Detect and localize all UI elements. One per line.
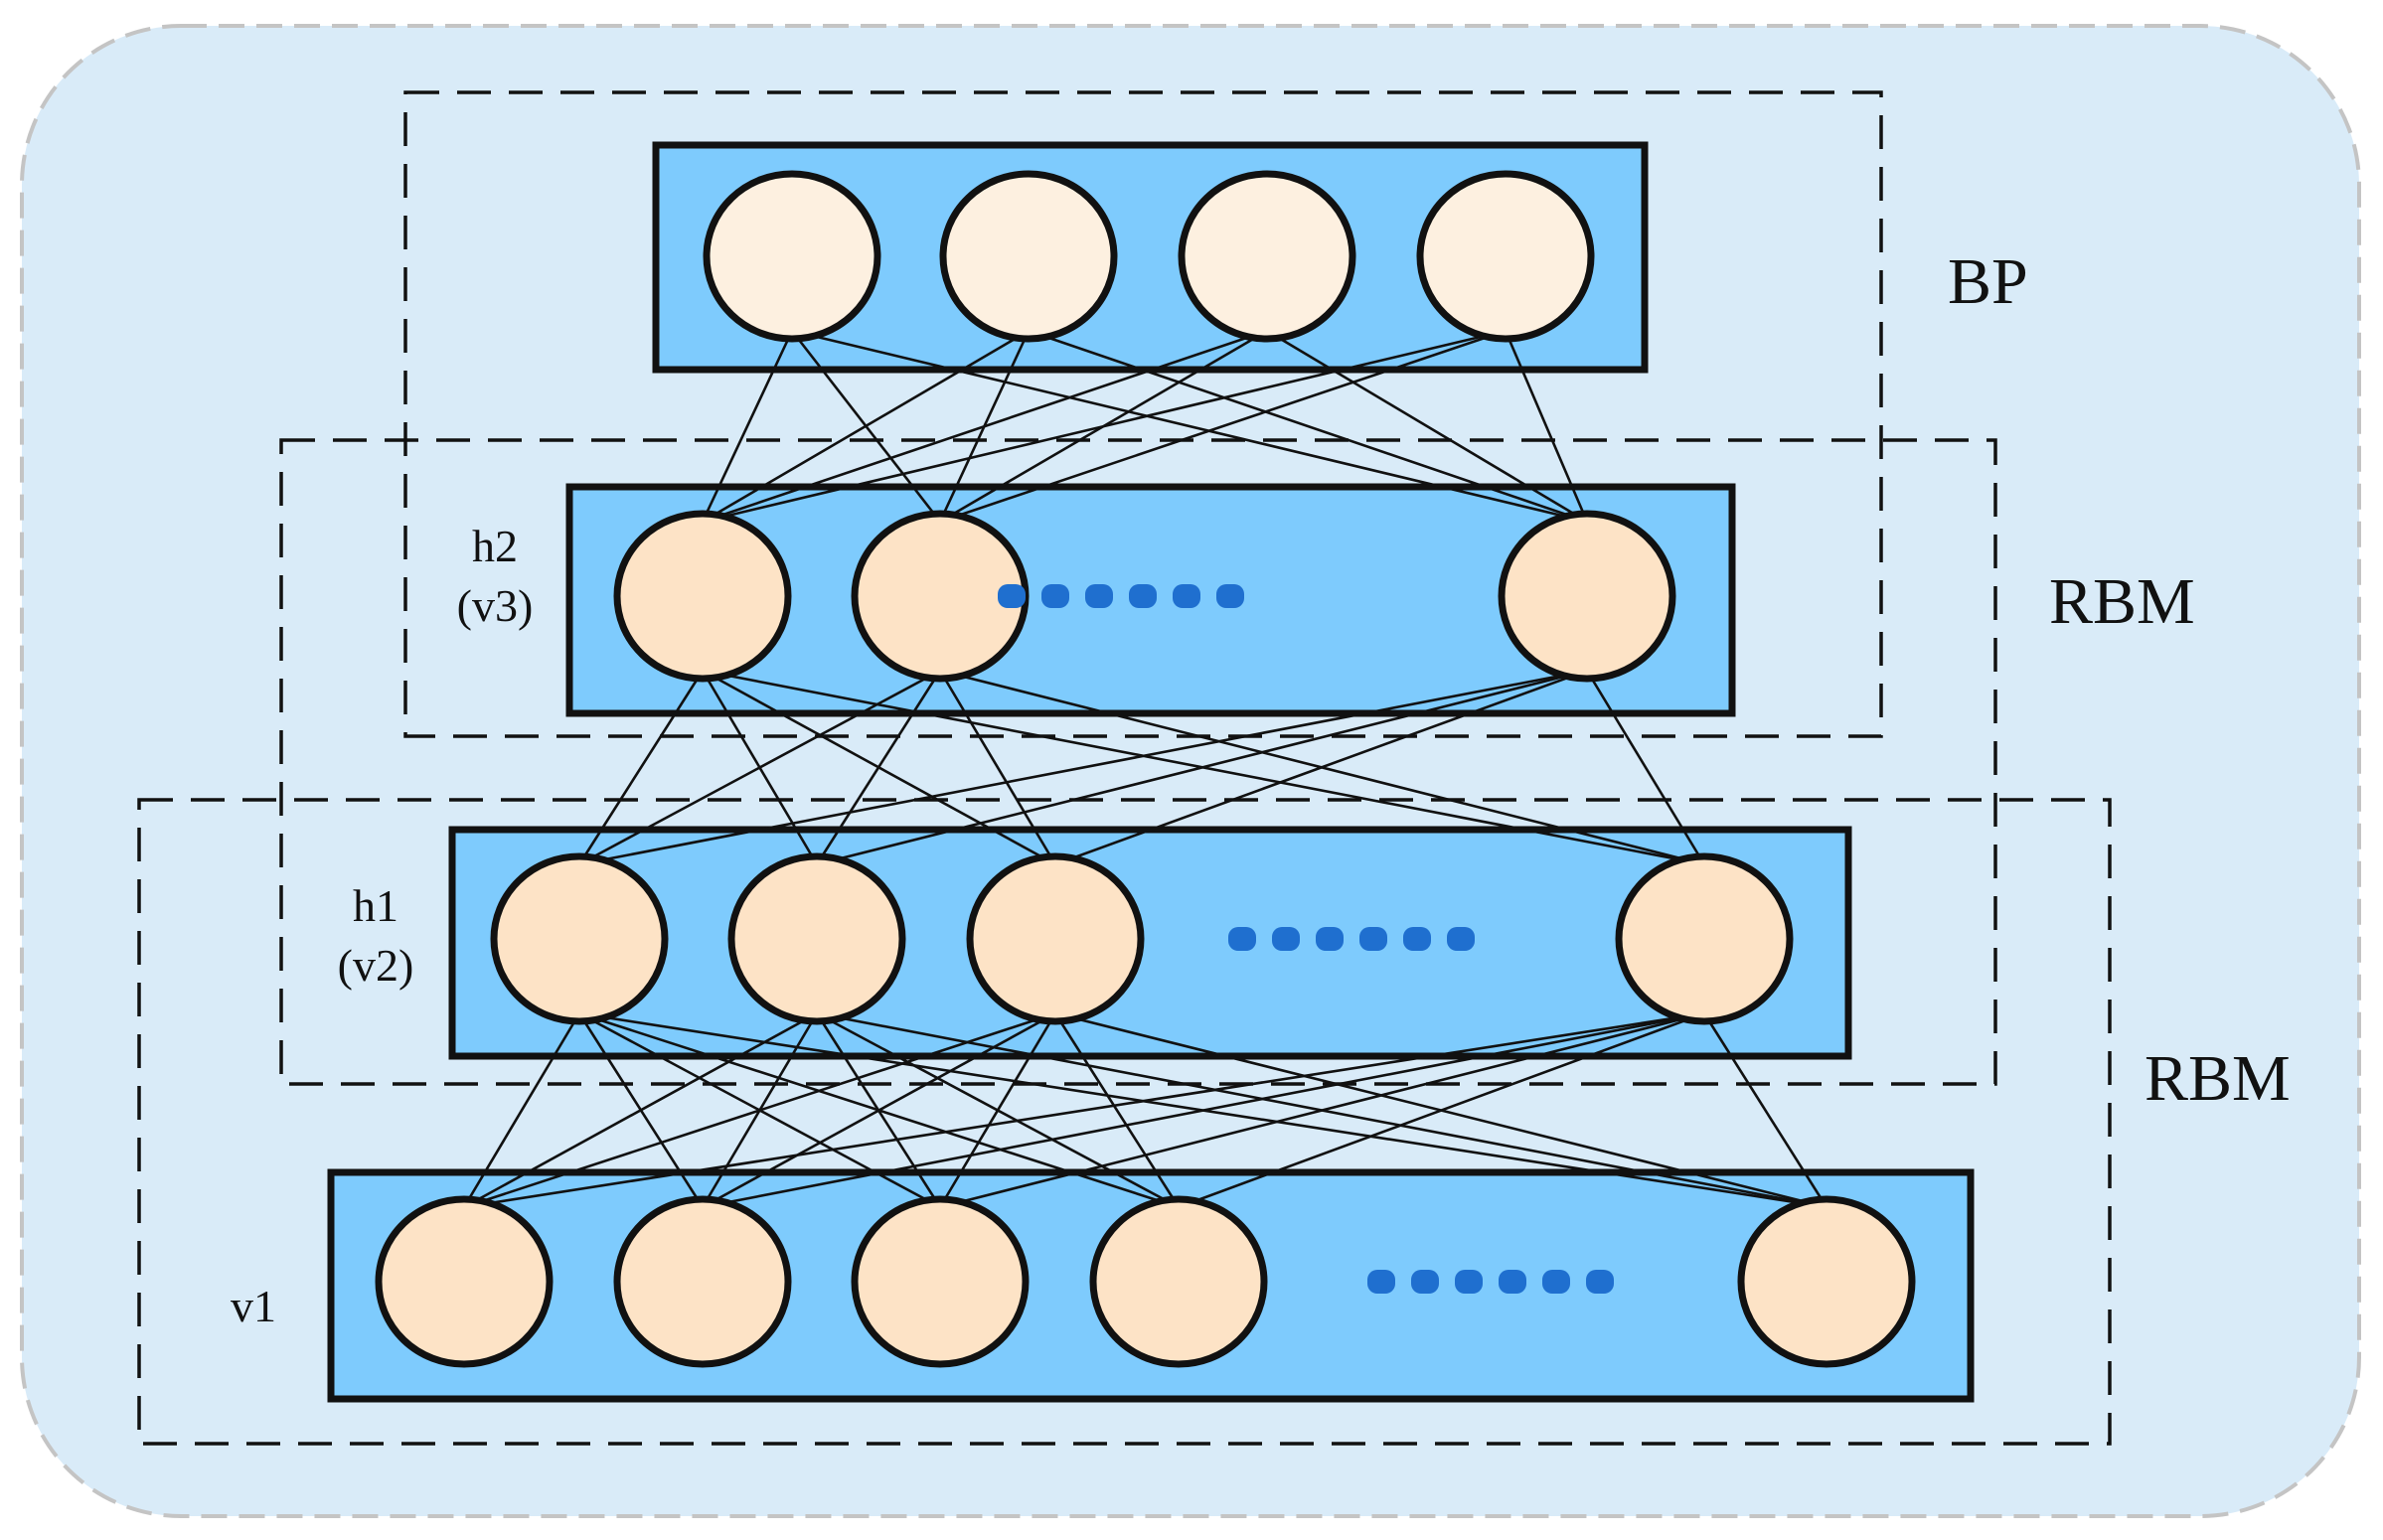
connection-line bbox=[1054, 669, 1588, 866]
visible-layer-node bbox=[1089, 1195, 1268, 1368]
ellipsis-dot bbox=[998, 584, 1026, 608]
hidden-layer-2-label-line1: h2 bbox=[472, 521, 518, 571]
hidden-layer-2-label-line2: (v3) bbox=[457, 580, 534, 631]
output-layer-node bbox=[1416, 170, 1595, 343]
connection-line bbox=[816, 669, 1588, 866]
connection-line bbox=[938, 670, 1057, 865]
visible-layer-label: v1 bbox=[231, 1281, 276, 1331]
visible-layer-node bbox=[851, 1195, 1030, 1368]
connection-line bbox=[1702, 1012, 1828, 1208]
group-rbm-lower-box bbox=[137, 798, 2112, 1446]
connection-line bbox=[1178, 1011, 1705, 1209]
connection-line bbox=[702, 1011, 1056, 1209]
connection-line bbox=[463, 1011, 1705, 1209]
connection-line bbox=[939, 1011, 1705, 1209]
hidden-layer-2-node bbox=[1498, 510, 1676, 683]
ellipsis-dot bbox=[1272, 927, 1300, 951]
connection-line bbox=[578, 669, 941, 866]
visible-layer-node bbox=[613, 1195, 792, 1368]
hidden-layer-1-label-line2: (v2) bbox=[338, 940, 414, 991]
group-label-rbm-lower: RBM bbox=[2145, 1042, 2291, 1115]
connection-line bbox=[938, 1012, 1057, 1208]
ellipsis-dot bbox=[1085, 584, 1113, 608]
connection-line bbox=[1585, 670, 1706, 865]
ellipsis-dot bbox=[1586, 1270, 1614, 1294]
connection-line bbox=[702, 329, 1507, 524]
ellipsis-dot bbox=[1403, 927, 1431, 951]
hidden-layer-1-node bbox=[966, 852, 1145, 1025]
hidden-layer-1-node bbox=[490, 852, 669, 1025]
connection-line bbox=[463, 1011, 1056, 1209]
connection-line bbox=[702, 329, 1030, 524]
ellipsis-dot bbox=[1316, 927, 1344, 951]
ellipsis-dot bbox=[1041, 584, 1069, 608]
connection-line bbox=[702, 1011, 1705, 1209]
output-layer-node bbox=[703, 170, 881, 343]
connection-line bbox=[1053, 1012, 1181, 1208]
connection-line bbox=[815, 670, 942, 865]
connection-line bbox=[463, 1011, 818, 1209]
ellipsis-dot bbox=[1228, 927, 1256, 951]
connection-line bbox=[791, 329, 1588, 524]
visible-layer-node bbox=[1737, 1195, 1916, 1368]
connection-line bbox=[462, 1012, 581, 1208]
ellipsis-dot bbox=[1455, 1270, 1483, 1294]
ellipsis-dot bbox=[1542, 1270, 1570, 1294]
ellipsis-dot bbox=[1173, 584, 1200, 608]
hidden-layer-1-node bbox=[727, 852, 906, 1025]
hidden-layer-1-node bbox=[1615, 852, 1794, 1025]
output-layer-node bbox=[1178, 170, 1356, 343]
ellipsis-dot bbox=[1367, 1270, 1395, 1294]
connection-line bbox=[1504, 330, 1589, 523]
hidden-layer-1-label-line1: h1 bbox=[353, 880, 398, 931]
group-bp-box bbox=[403, 90, 1883, 738]
connection-line bbox=[578, 669, 1588, 866]
ellipsis-dot bbox=[1129, 584, 1157, 608]
ellipsis-dot bbox=[1359, 927, 1387, 951]
ellipsis-dot bbox=[1216, 584, 1244, 608]
output-layer-node bbox=[939, 170, 1118, 343]
hidden-layer-2-node bbox=[613, 510, 792, 683]
ellipsis-dot bbox=[1447, 927, 1475, 951]
connection-line bbox=[577, 670, 705, 865]
ellipsis-dot bbox=[1411, 1270, 1439, 1294]
connection-line bbox=[939, 329, 1507, 524]
connection-line bbox=[702, 329, 1268, 524]
connection-line bbox=[701, 330, 794, 523]
group-label-bp: BP bbox=[1948, 245, 2028, 318]
connection-line bbox=[1266, 329, 1588, 524]
connection-line bbox=[1028, 329, 1588, 524]
group-label-rbm-upper: RBM bbox=[2049, 565, 2195, 638]
group-rbm-upper-box bbox=[279, 438, 1997, 1086]
visible-layer-node bbox=[375, 1195, 554, 1368]
connection-lines bbox=[462, 329, 1828, 1209]
ellipsis-dot bbox=[1499, 1270, 1526, 1294]
